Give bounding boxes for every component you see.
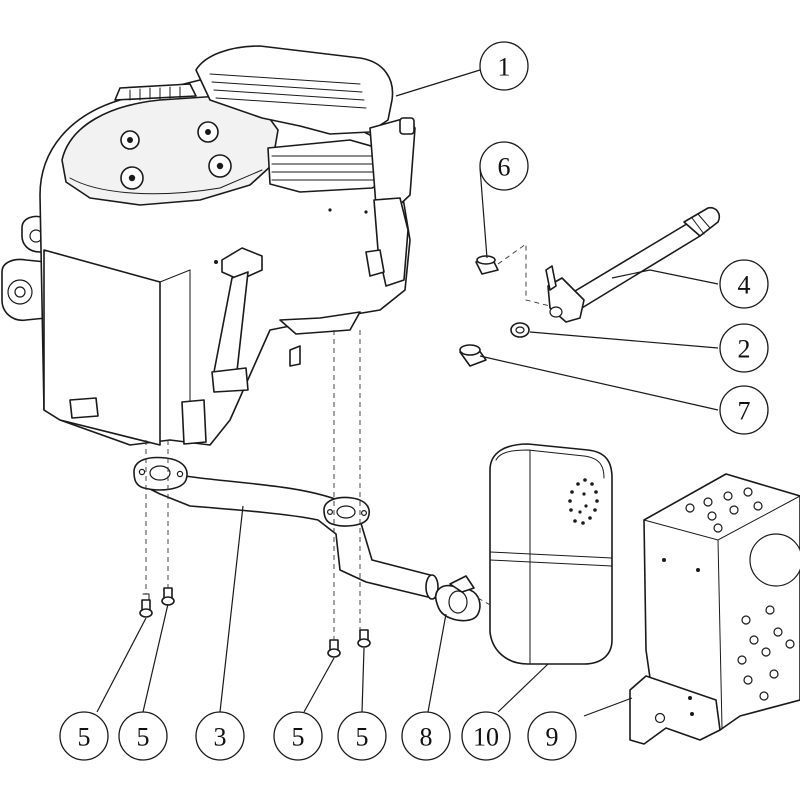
callout-label: 5	[356, 723, 369, 752]
callout-label: 9	[546, 723, 559, 752]
callout-label: 4	[738, 271, 751, 300]
assembly-lines	[145, 243, 551, 640]
exhaust-bolt	[139, 593, 153, 618]
callout-label: 8	[420, 723, 433, 752]
tail-pipe	[545, 206, 721, 323]
callout-label: 6	[498, 153, 511, 182]
callout-circle	[118, 711, 168, 761]
callout-label: 1	[498, 53, 511, 82]
callout-c4: 4	[719, 259, 769, 309]
engine-assembly	[1, 45, 416, 446]
callout-circle	[527, 711, 577, 761]
bolt-7	[459, 344, 487, 367]
callout-label: 5	[137, 723, 150, 752]
callout-circle	[461, 711, 511, 761]
callout-c10: 10	[461, 711, 511, 761]
callout-c6: 6	[479, 141, 529, 191]
callout-circle	[719, 323, 769, 373]
callout-c7: 7	[719, 385, 769, 435]
muffler-screen-holes	[568, 478, 599, 525]
bolt-6	[475, 255, 499, 275]
callout-c2: 2	[719, 323, 769, 373]
muffler	[489, 443, 613, 665]
callout-c5b: 5	[118, 711, 168, 761]
callout-c8: 8	[401, 711, 451, 761]
washer-2	[510, 322, 530, 338]
exhaust-bolt	[357, 629, 371, 648]
leader-lines	[96, 69, 719, 717]
callout-circle	[273, 711, 323, 761]
callout-label: 5	[78, 723, 91, 752]
exhaust-bolt	[327, 639, 341, 658]
callout-circle	[195, 711, 245, 761]
callout-c5c: 5	[273, 711, 323, 761]
callouts: 1 2 3 4 5 5 5 5 6 7 8 9 10	[59, 41, 769, 761]
exhaust-pipe	[133, 456, 439, 600]
callout-c1: 1	[479, 41, 529, 91]
callout-c5a: 5	[59, 711, 109, 761]
callout-label: 2	[738, 335, 751, 364]
callout-circle	[719, 385, 769, 435]
exhaust-bolt	[161, 587, 175, 606]
callout-c9: 9	[527, 711, 577, 761]
callout-circle	[401, 711, 451, 761]
callout-circle	[719, 259, 769, 309]
callout-label: 3	[214, 723, 227, 752]
callout-label: 5	[292, 723, 305, 752]
callout-label: 10	[473, 723, 499, 752]
callout-c5d: 5	[337, 711, 387, 761]
callout-circle	[337, 711, 387, 761]
callout-circle	[479, 141, 529, 191]
callout-circle	[479, 41, 529, 91]
callout-label: 7	[738, 397, 751, 426]
callout-c3: 3	[195, 711, 245, 761]
exhaust-clamp	[434, 575, 481, 622]
heat-shield	[629, 473, 800, 745]
callout-circle	[59, 711, 109, 761]
